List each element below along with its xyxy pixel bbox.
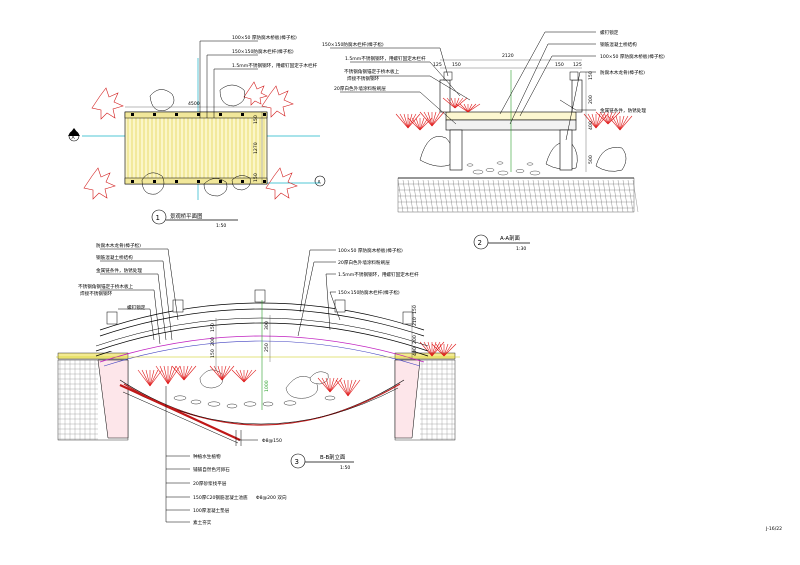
bb-note-left-1: 防腐木木龙骨(樟子松) (96, 242, 141, 249)
aa-note-right-1: 螺钉锁定 (600, 29, 619, 36)
bb-title: 3 B-B剖立面 1:50 (290, 453, 354, 471)
bb-notes-left: 防腐木木龙骨(樟子松) 钢筋混凝土桥结构 金属链条件，防锈处理 不锈钢角钢锚定于… (78, 242, 179, 345)
svg-text:A: A (318, 180, 322, 186)
aa-note-left-1: 150×150防腐木栏杆(樟子松) (322, 41, 384, 48)
svg-text:2: 2 (478, 239, 482, 247)
aa-note-right-2: 钢筋混凝土桥结构 (600, 41, 637, 48)
aa-title-text: A-A剖面 (500, 234, 520, 242)
aa-notes-left: 150×150防腐木栏杆(樟子松) 1.5mm不锈钢钢环，用螺钉固定木栏杆 不锈… (322, 41, 471, 125)
svg-text:4500: 4500 (188, 101, 200, 107)
plan-note-2: 150×150防腐木栏杆(樟子松) (232, 48, 294, 55)
bb-note-right-3: 1.5mm不锈钢钢环，用螺钉固定木栏杆 (338, 271, 419, 278)
bb-notes-right: 100×50 厚防腐木桥板(樟子松) 20厚白色外墙涂料粉刷层 1.5mm不锈钢… (297, 247, 419, 337)
aa-note-right-3: 100×50 厚防腐木桥板(樟子松) (600, 53, 665, 60)
aa-pebbles (466, 161, 541, 176)
aa-ground (397, 177, 639, 213)
bb-pond (119, 379, 405, 446)
bb-note-right-4: 150×150防腐木栏杆(樟子松) (338, 289, 400, 296)
svg-text:1: 1 (156, 214, 160, 222)
svg-text:200: 200 (210, 337, 216, 346)
svg-text:400: 400 (588, 121, 594, 130)
svg-text:150: 150 (452, 62, 461, 68)
aa-plants (395, 97, 633, 131)
plan-title-text: 景观桥平面图 (170, 212, 202, 220)
plan-planting (83, 81, 298, 200)
svg-text:200: 200 (412, 335, 418, 344)
bb-note-bottom-1: 种植水生植物 (193, 453, 221, 460)
plan-title: 1 景观桥平面图 1:50 (151, 209, 238, 229)
bb-note-bottom-5: 100厚混凝土垫层 (193, 507, 230, 514)
section-bb: 150 200 150 300 250 150 210 200 400 1000… (56, 242, 460, 526)
bb-note-left-4: 不锈钢角钢锚定于桥木板上 (78, 283, 134, 290)
svg-text:210: 210 (412, 317, 418, 326)
bb-note-bottom-6: 素土夯实 (193, 519, 212, 526)
bb-notes-bottom: 种植水生植物 铺铺自然色河卵石 20厚砂浆找平层 150厚C20钢筋混凝土池底 … (165, 386, 287, 526)
bb-note-right-1: 100×50 厚防腐木桥板(樟子松) (338, 247, 403, 254)
plan-scale: 1:50 (216, 223, 226, 229)
svg-text:500: 500 (588, 155, 594, 164)
plan-deck (124, 111, 268, 185)
aa-notes-right: 螺钉锁定 钢筋混凝土桥结构 100×50 厚防腐木桥板(樟子松) 防腐木木龙骨(… (499, 29, 665, 141)
bb-note-bottom-2: 铺铺自然色河卵石 (193, 466, 230, 473)
bb-ground (57, 352, 456, 441)
svg-text:250: 250 (264, 343, 270, 352)
bb-bridge (56, 289, 460, 410)
plan-dimensions: 4500 150 1270 150 (125, 101, 267, 184)
bb-rocks (173, 369, 336, 409)
bb-note-left-3: 金属链条件，防锈处理 (96, 267, 142, 274)
svg-text:150: 150 (412, 305, 418, 314)
svg-text:1000: 1000 (264, 380, 270, 392)
svg-text:300: 300 (264, 321, 270, 330)
bb-note-bottom-4: 150厚C20钢筋混凝土池底 (193, 494, 248, 501)
bb-rebar-note: Φ8@200 双向 (256, 494, 287, 501)
aa-deck (439, 70, 583, 172)
svg-text:3: 3 (295, 458, 299, 466)
sheet-number: J-16/22 (765, 526, 782, 532)
aa-note-left-2: 1.5mm不锈钢钢环，用螺钉固定木栏杆 (345, 55, 426, 62)
plan-view: A A (68, 34, 326, 229)
svg-text:150: 150 (253, 173, 259, 182)
aa-title: 2 A-A剖面 1:30 (473, 234, 530, 252)
bb-plants (137, 341, 457, 397)
section-marker-left: A (68, 128, 80, 142)
svg-text:150: 150 (555, 62, 564, 68)
aa-note-left-3: 不锈钢角钢锚定于桥木板上 (344, 68, 400, 75)
svg-text:400: 400 (412, 347, 418, 356)
svg-text:Φ8@150: Φ8@150 (262, 438, 282, 444)
aa-note-right-4: 防腐木木龙骨(樟子松) (600, 69, 645, 76)
svg-text:A: A (72, 135, 76, 141)
aa-note-left-4: 焊接不锈钢钢环 (347, 75, 380, 82)
bb-note-bottom-3: 20厚砂浆找平层 (193, 480, 227, 487)
svg-text:200: 200 (588, 95, 594, 104)
section-aa: 2120 125 150 150 125 150 200 400 500 150… (322, 29, 665, 252)
section-marker-right: A (314, 175, 326, 187)
bb-dimensions: 150 200 150 300 250 150 210 200 400 1000… (210, 305, 418, 444)
aa-dimensions: 2120 125 150 150 125 150 200 400 500 (433, 53, 594, 172)
plan-note-3: 1.5mm不锈钢钢环，用螺钉固定于木栏杆 (232, 62, 318, 69)
bb-note-right-2: 20厚白色外墙涂料粉刷层 (338, 259, 390, 266)
bb-title-text: B-B剖立面 (320, 453, 346, 461)
svg-text:150: 150 (210, 323, 216, 332)
aa-note-left-5: 20厚白色外墙涂料粉刷层 (334, 85, 386, 92)
bb-note-left-5: 焊接不锈钢钢环 (80, 290, 113, 297)
svg-text:150: 150 (588, 71, 594, 80)
bb-scale: 1:50 (340, 465, 350, 471)
svg-text:125: 125 (573, 62, 582, 68)
aa-note-right-5: 金属链条件，防锈处理 (600, 107, 646, 114)
svg-text:1270: 1270 (253, 142, 259, 154)
svg-text:2120: 2120 (502, 53, 514, 59)
svg-text:150: 150 (253, 115, 259, 124)
plan-notes: 100×50 厚防腐木桥板(樟子松) 150×150防腐木栏杆(樟子松) 1.5… (199, 34, 318, 118)
aa-scale: 1:30 (516, 246, 526, 252)
bb-note-left-6: 螺钉锁定 (127, 304, 146, 311)
plan-note-1: 100×50 厚防腐木桥板(樟子松) (232, 34, 297, 41)
svg-text:125: 125 (433, 62, 442, 68)
bb-note-left-2: 钢筋混凝土桥结构 (96, 254, 133, 261)
svg-text:150: 150 (210, 349, 216, 358)
